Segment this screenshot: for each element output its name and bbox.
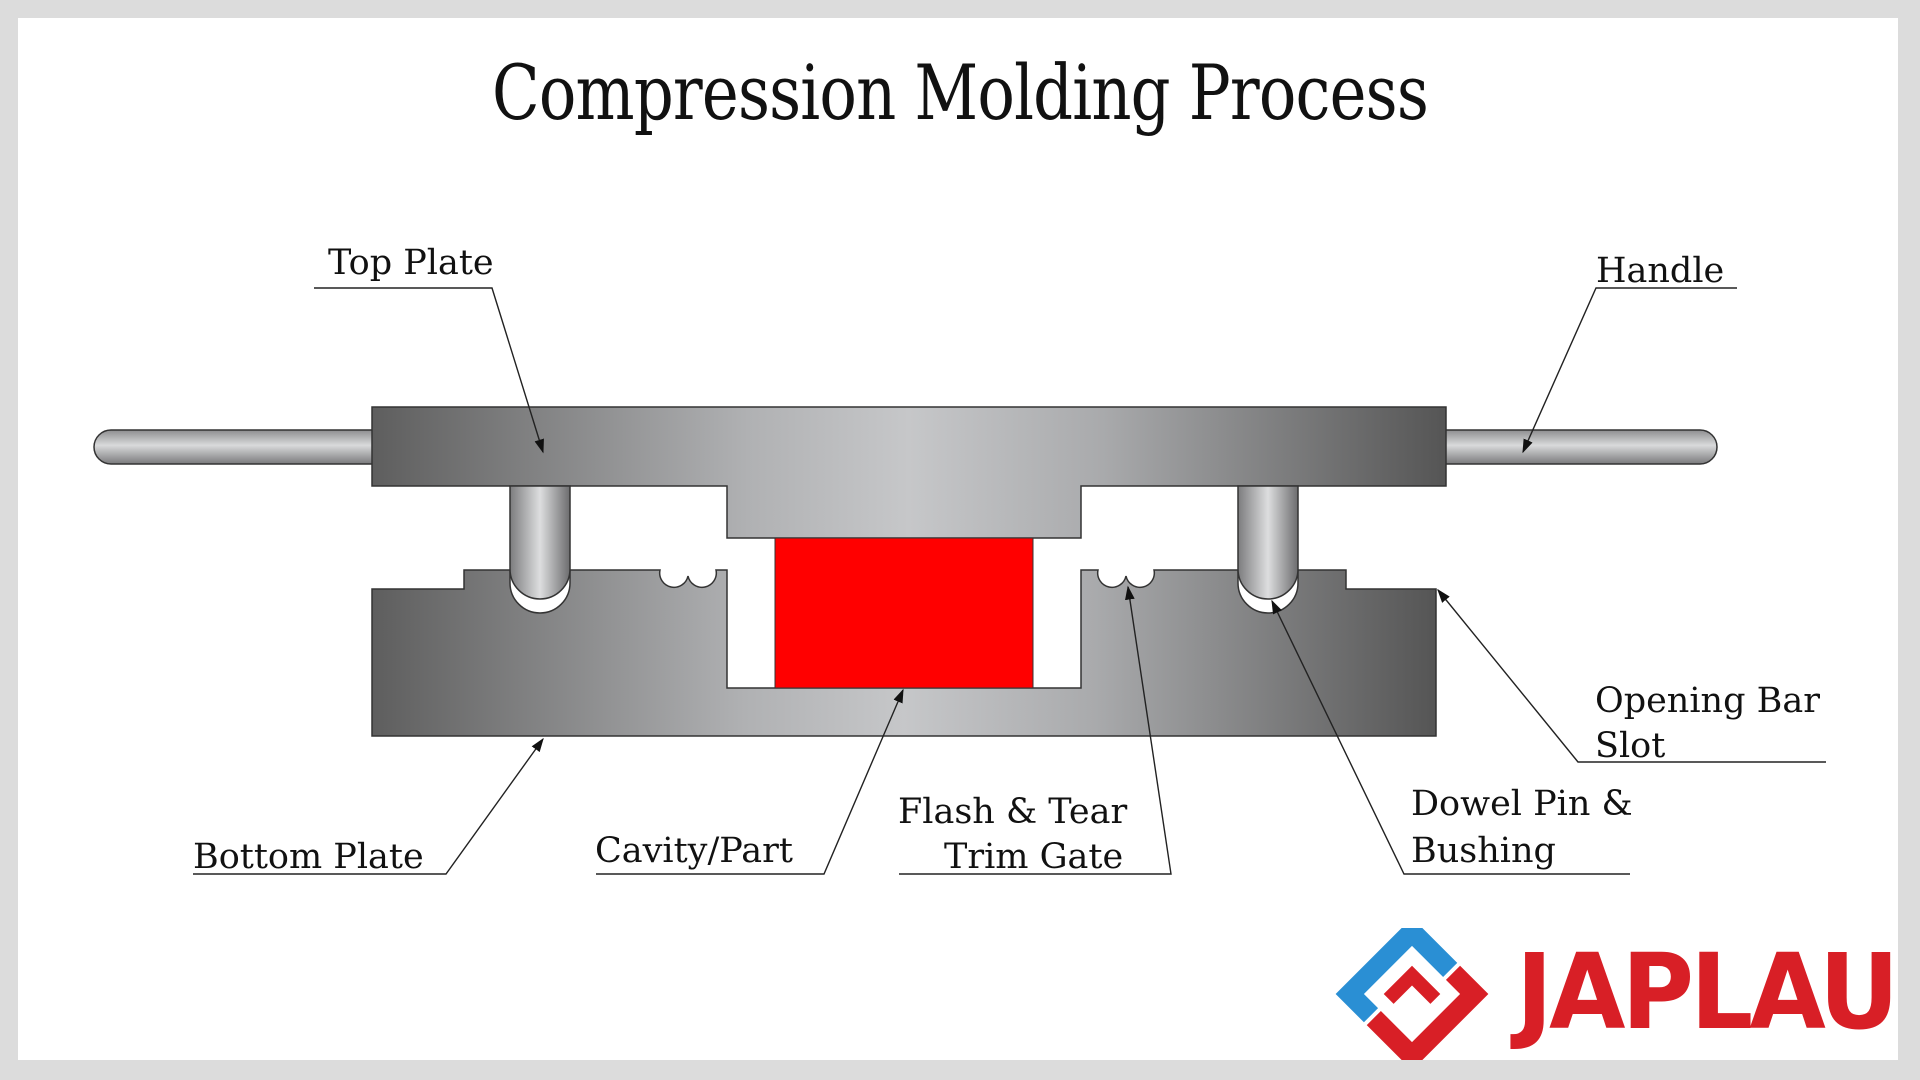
label-dowel-pin-line2: Bushing	[1411, 831, 1556, 871]
label-bottom-plate: Bottom Plate	[193, 837, 424, 877]
logo-wordmark: JAPLAU	[1516, 931, 1899, 1053]
top-plate	[371, 406, 1447, 539]
dowel-pin-right	[1237, 485, 1299, 600]
leader-lines	[193, 287, 1826, 875]
label-opening-bar-slot-line2: Slot	[1595, 726, 1665, 766]
japlau-logo-mark	[1335, 917, 1489, 1071]
diagram-title: Compression Molding Process	[491, 48, 1429, 137]
handle-left[interactable]	[93, 429, 376, 465]
label-handle: Handle	[1596, 251, 1724, 291]
label-opening-bar-slot-line1: Opening Bar	[1595, 681, 1820, 721]
label-flash-gate-line1: Flash & Tear	[898, 792, 1127, 832]
japlau-logo: JAPLAU	[1334, 917, 1899, 1071]
dowel-pin-left	[509, 485, 571, 600]
molded-part	[774, 537, 1034, 689]
bottom-plate	[371, 569, 1437, 737]
label-top-plate: Top Plate	[328, 243, 494, 283]
handle-right[interactable]	[1443, 429, 1718, 465]
label-flash-gate-line2: Trim Gate	[944, 837, 1123, 877]
label-dowel-pin-line1: Dowel Pin &	[1411, 784, 1633, 824]
label-cavity-part: Cavity/Part	[595, 831, 793, 871]
